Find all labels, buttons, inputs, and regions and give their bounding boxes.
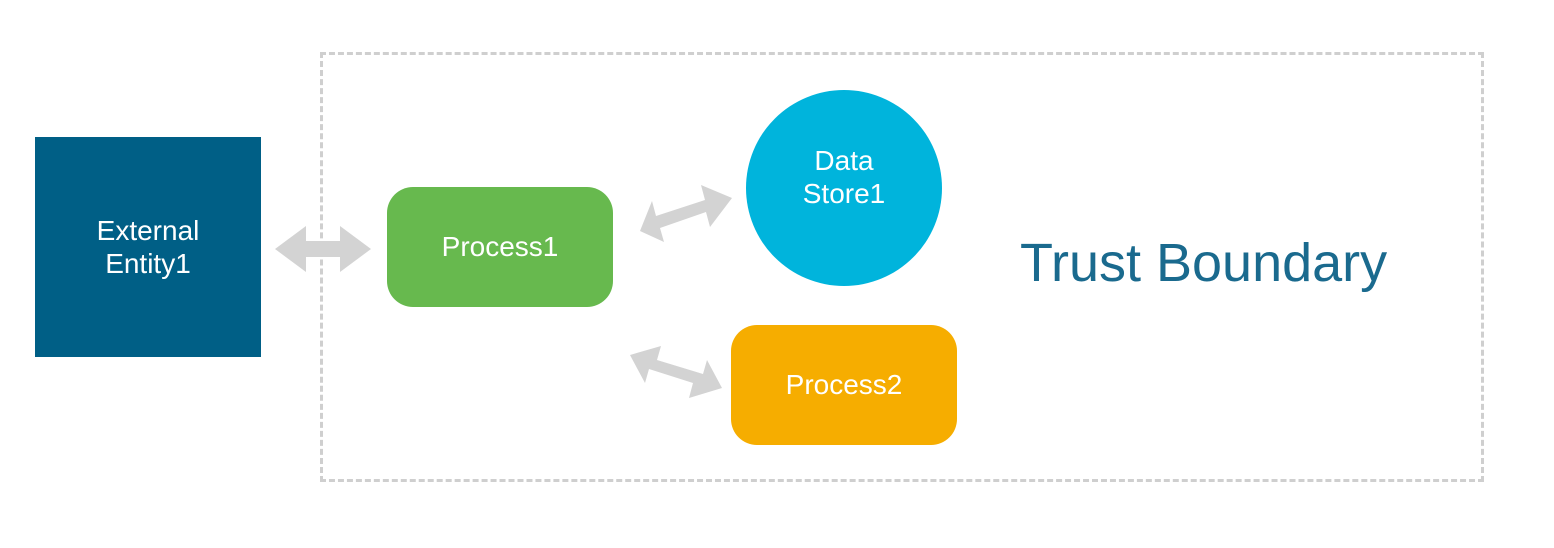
process1-to-process2-arrow: [630, 346, 722, 398]
external-to-process1-arrow: [275, 226, 371, 272]
trust-boundary: [320, 52, 1484, 482]
process1-label: Process1: [441, 231, 559, 262]
process2-node: Process2: [731, 325, 957, 445]
external-entity: External Entity1: [35, 137, 261, 357]
process2-label: Process2: [785, 369, 903, 400]
data-store-line2: Store1: [802, 178, 886, 209]
external-entity-line1: External: [96, 215, 200, 246]
process1-to-datastore-arrow: [640, 185, 732, 242]
data-store-line1: Data: [814, 145, 874, 176]
data-store-node: Data Store1: [746, 90, 942, 286]
trust-boundary-label: Trust Boundary: [1020, 233, 1388, 293]
external-entity-line2: Entity1: [105, 248, 191, 279]
process1-node: Process1: [387, 187, 613, 307]
